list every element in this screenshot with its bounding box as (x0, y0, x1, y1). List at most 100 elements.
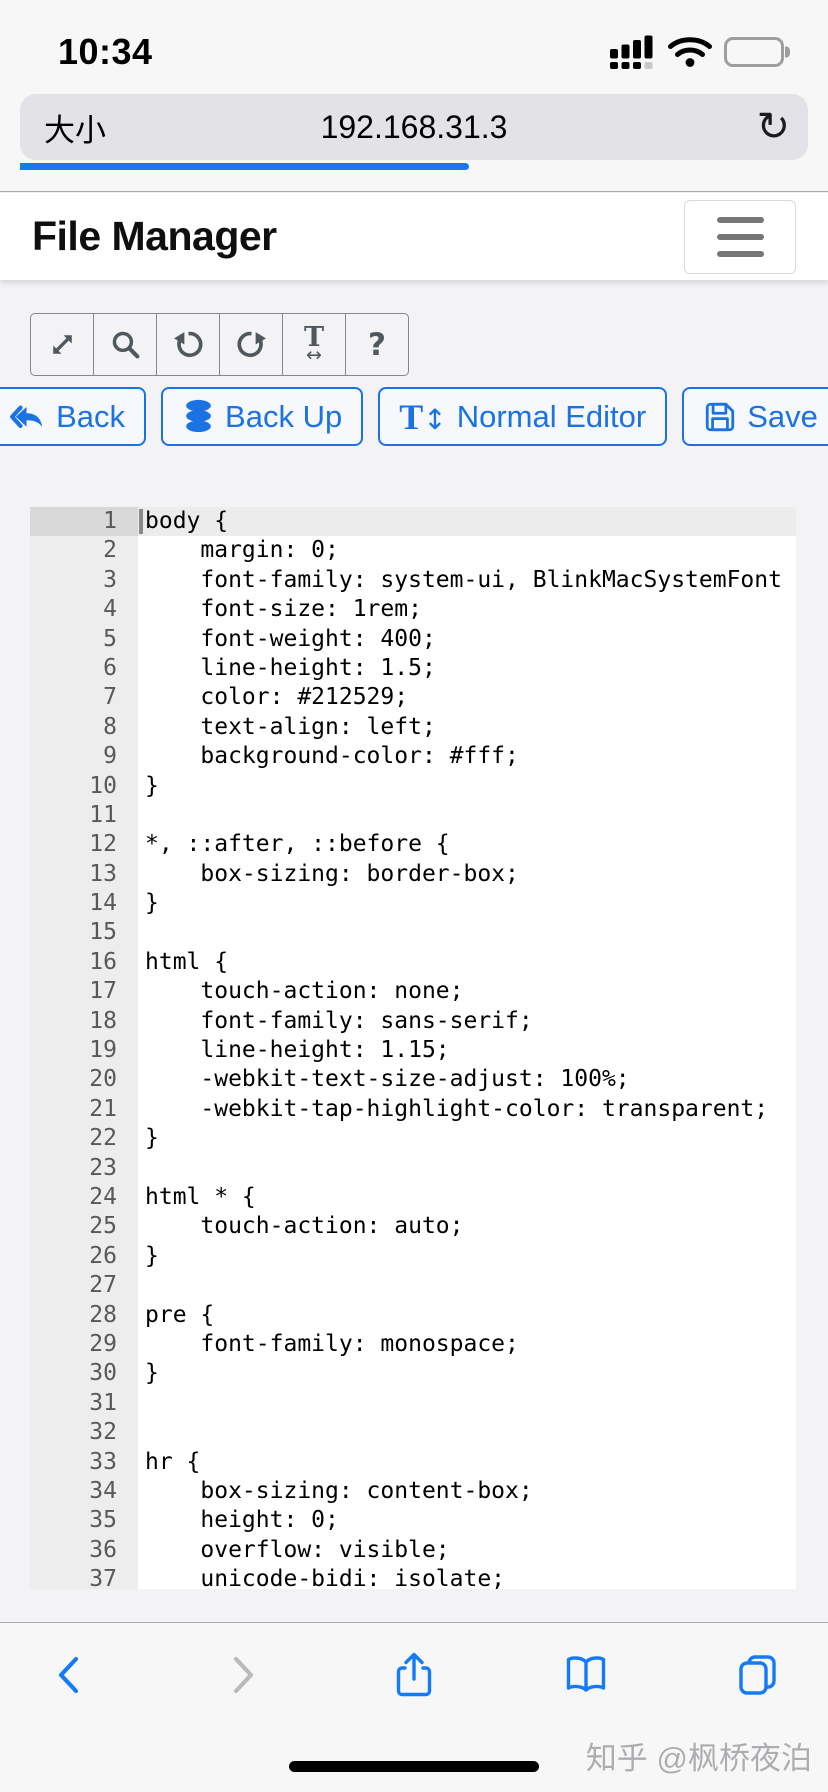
code-line: 27 (30, 1271, 796, 1300)
save-icon (706, 402, 735, 431)
text-width-button[interactable]: T ↔ (282, 313, 346, 376)
line-number: 30 (89, 1360, 117, 1387)
line-number: 37 (89, 1566, 117, 1589)
code-line: 10} (30, 772, 796, 801)
code-text: } (145, 1125, 159, 1152)
line-number: 27 (89, 1272, 117, 1299)
address-bar[interactable]: 大小 192.168.31.3 ↻ (20, 94, 808, 160)
code-text: box-sizing: border-box; (145, 860, 519, 887)
line-number: 35 (89, 1507, 117, 1534)
code-line: 15 (30, 918, 796, 947)
line-number: 5 (103, 625, 117, 652)
browser-back-button[interactable] (40, 1649, 100, 1701)
code-text: text-align: left; (145, 713, 436, 740)
code-text: html * { (145, 1183, 256, 1210)
code-text (138, 801, 796, 830)
undo-button[interactable] (156, 313, 220, 376)
line-number: 33 (89, 1448, 117, 1475)
line-number: 16 (89, 948, 117, 975)
code-text: -webkit-text-size-adjust: 100%; (145, 1066, 630, 1093)
text-width-icon: T ↔ (303, 322, 325, 366)
code-text: box-sizing: content-box; (145, 1477, 533, 1504)
code-line: 31 (30, 1389, 796, 1418)
action-button-row: Back Back Up T ↕ Normal Editor Save (0, 387, 828, 446)
address-bar-row: 大小 192.168.31.3 ↻ (20, 94, 808, 170)
line-number: 9 (103, 743, 117, 770)
status-bar: 10:34 (0, 0, 828, 88)
browser-forward-button[interactable] (212, 1649, 272, 1701)
line-number: 34 (89, 1477, 117, 1504)
line-number: 4 (103, 596, 117, 623)
home-indicator[interactable] (289, 1761, 539, 1772)
line-number: 36 (89, 1536, 117, 1563)
save-button-label: Save (747, 398, 818, 434)
code-text: touch-action: none; (145, 978, 464, 1005)
code-text: hr { (145, 1448, 201, 1475)
code-text: pre { (145, 1301, 215, 1328)
menu-button[interactable] (684, 199, 796, 274)
code-line: 35 height: 0; (30, 1506, 796, 1535)
fullscreen-button[interactable] (30, 313, 94, 376)
code-line: 36 overflow: visible; (30, 1536, 796, 1565)
code-text: overflow: visible; (145, 1536, 450, 1563)
line-number: 18 (89, 1007, 117, 1034)
redo-button[interactable] (219, 313, 283, 376)
share-button[interactable] (384, 1649, 444, 1701)
hamburger-icon (716, 216, 764, 223)
code-text (138, 918, 796, 947)
editor-icon-toolbar: T ↔ ? (30, 313, 828, 376)
page-header: File Manager (0, 193, 828, 280)
line-number: 25 (89, 1213, 117, 1240)
normal-editor-button[interactable]: T ↕ Normal Editor (378, 387, 668, 446)
line-number: 1 (30, 507, 138, 537)
code-text (138, 1389, 796, 1418)
code-text: line-height: 1.5; (145, 654, 436, 681)
code-text: height: 0; (145, 1507, 339, 1534)
code-line: 30} (30, 1359, 796, 1388)
line-number: 15 (89, 919, 117, 946)
page-title: File Manager (32, 213, 277, 259)
text-cursor (139, 509, 143, 534)
bottom-nav-icons (0, 1623, 828, 1701)
battery-icon (724, 37, 784, 67)
code-line: 18 font-family: sans-serif; (30, 1007, 796, 1036)
status-time: 10:34 (58, 31, 153, 72)
book-icon (566, 1656, 606, 1692)
normal-editor-button-label: Normal Editor (456, 398, 647, 434)
back-up-button[interactable]: Back Up (161, 387, 364, 446)
code-text: -webkit-tap-highlight-color: transparent… (145, 1095, 769, 1122)
share-icon (396, 1652, 432, 1697)
safari-bottom-toolbar: 知乎 @枫桥夜泊 (0, 1622, 828, 1792)
line-number: 10 (89, 772, 117, 799)
line-number: 11 (89, 801, 117, 828)
search-button[interactable] (93, 313, 157, 376)
back-up-button-label: Back Up (225, 398, 343, 434)
chevron-right-icon (233, 1656, 254, 1694)
code-text: margin: 0; (145, 537, 339, 564)
bookmarks-button[interactable] (556, 1649, 616, 1701)
text-size-button[interactable]: 大小 (44, 112, 106, 148)
code-line: 11 (30, 801, 796, 830)
code-line: 33 hr { (30, 1448, 796, 1477)
tabs-button[interactable] (728, 1649, 788, 1701)
code-line: 29 font-family: monospace; (30, 1330, 796, 1359)
code-line: 2 margin: 0; (30, 536, 796, 565)
line-number: 14 (89, 890, 117, 917)
code-text (138, 1271, 796, 1300)
code-line: 14} (30, 889, 796, 918)
reload-icon[interactable]: ↻ (756, 104, 790, 150)
code-text: } (145, 1360, 159, 1387)
save-button[interactable]: Save (682, 387, 828, 446)
redo-icon (236, 331, 266, 358)
code-line: 23 (30, 1154, 796, 1183)
line-number-gutter (30, 507, 138, 1589)
back-button[interactable]: Back (0, 387, 147, 446)
code-text (138, 1154, 796, 1183)
line-number: 29 (89, 1330, 117, 1357)
help-button[interactable]: ? (345, 313, 409, 376)
line-number: 17 (89, 978, 117, 1005)
url-field[interactable]: 192.168.31.3 (320, 108, 508, 145)
